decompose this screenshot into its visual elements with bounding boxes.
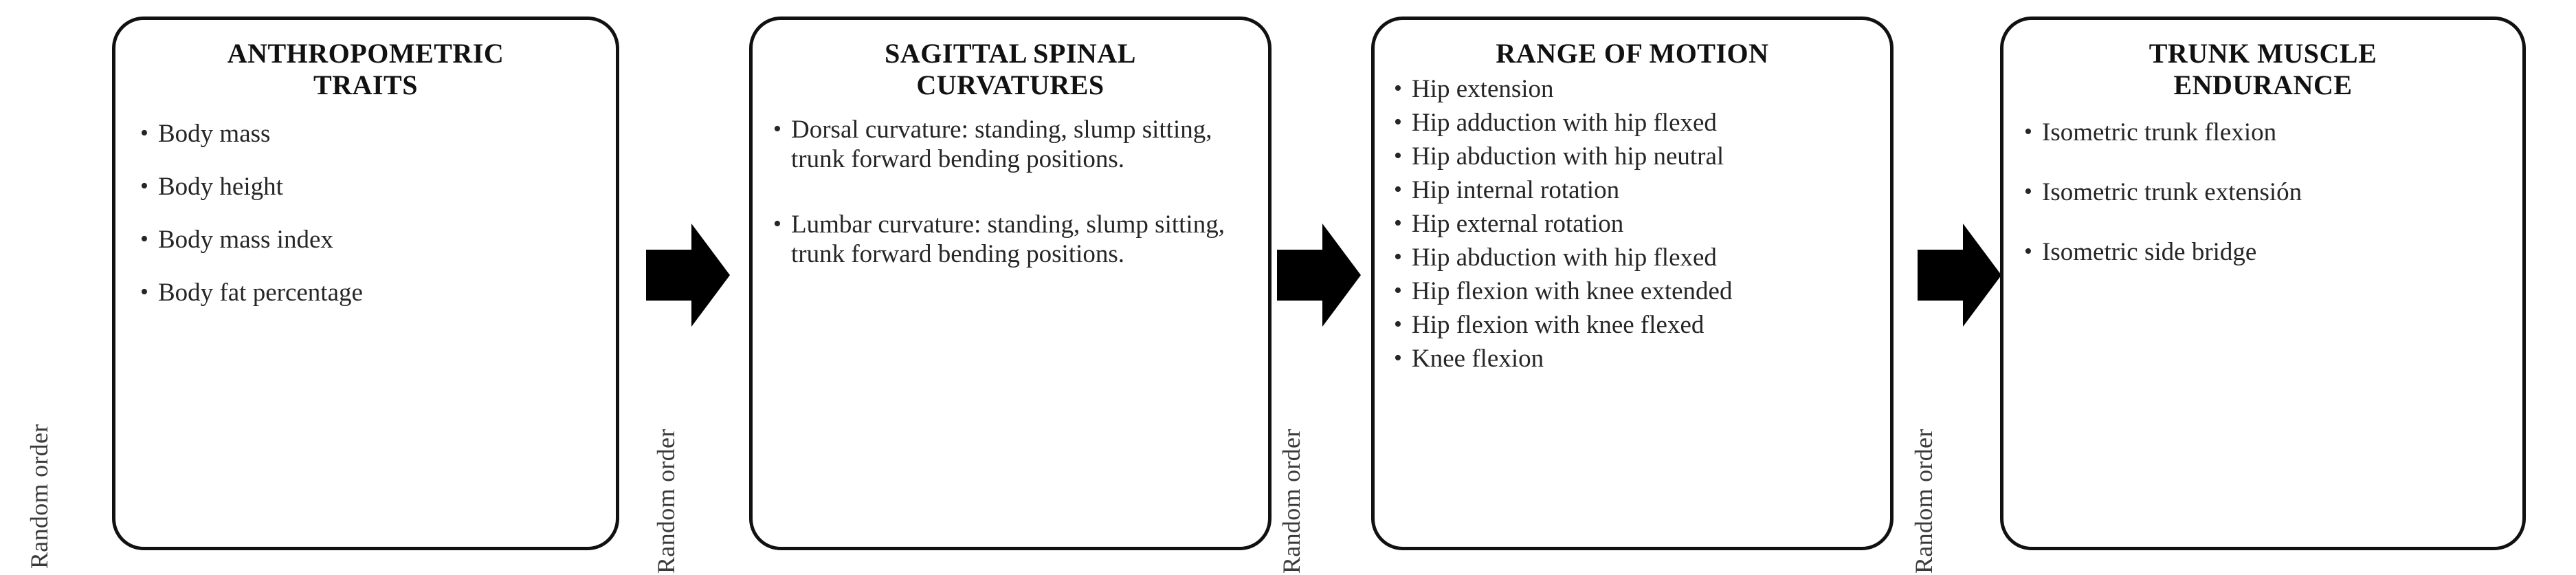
stage-title-range-of-motion: RANGE OF MOTION — [1375, 20, 1890, 69]
stage-item-list-sagittal-spinal-curvatures: Dorsal curvature: standing, slump sittin… — [753, 116, 1268, 270]
stage-title-line: CURVATURES — [916, 69, 1104, 101]
list-item: Body fat percentage — [140, 279, 616, 308]
random-order-label-3: Random order — [1278, 428, 1305, 574]
stage-item-list-anthropometric-traits: Body mass Body height Body mass index Bo… — [115, 120, 616, 308]
stage-box-range-of-motion: RANGE OF MOTION Hip extension Hip adduct… — [1371, 17, 1894, 550]
stage-title-line: TRAITS — [313, 69, 418, 101]
flow-arrow-icon-2 — [1277, 224, 1361, 327]
stage-title-line: TRUNK MUSCLE — [2148, 38, 2377, 69]
stage-title-line: SAGITTAL SPINAL — [885, 38, 1136, 69]
list-item: Hip extension — [1394, 75, 1890, 105]
list-item: Hip external rotation — [1394, 210, 1890, 239]
list-item: Hip abduction with hip flexed — [1394, 243, 1890, 273]
stage-title-trunk-muscle-endurance: TRUNK MUSCLE ENDURANCE — [2003, 20, 2522, 102]
list-item: Body height — [140, 173, 616, 202]
stage-item-list-range-of-motion: Hip extension Hip adduction with hip fle… — [1375, 75, 1890, 373]
list-item: Isometric side bridge — [2024, 238, 2522, 268]
stage-title-sagittal-spinal-curvatures: SAGITTAL SPINAL CURVATURES — [753, 20, 1268, 102]
flow-arrow-icon-3 — [1918, 224, 2001, 327]
random-order-label-4: Random order — [1910, 428, 1937, 574]
list-item: Dorsal curvature: standing, slump sittin… — [773, 116, 1250, 175]
list-item: Hip abduction with hip neutral — [1394, 142, 1890, 172]
list-item: Body mass — [140, 120, 616, 149]
stage-title-anthropometric-traits: ANTHROPOMETRIC TRAITS — [115, 20, 616, 102]
stage-item-list-trunk-muscle-endurance: Isometric trunk flexion Isometric trunk … — [2003, 118, 2522, 268]
list-item: Hip adduction with hip flexed — [1394, 109, 1890, 138]
list-item: Hip internal rotation — [1394, 176, 1890, 206]
list-item: Lumbar curvature: standing, slump sittin… — [773, 210, 1250, 270]
stage-box-anthropometric-traits: ANTHROPOMETRIC TRAITS Body mass Body hei… — [112, 17, 619, 550]
list-item: Body mass index — [140, 226, 616, 255]
list-item: Isometric trunk extensión — [2024, 178, 2522, 208]
list-item: Hip flexion with knee flexed — [1394, 311, 1890, 340]
list-item: Isometric trunk flexion — [2024, 118, 2522, 148]
stage-box-trunk-muscle-endurance: TRUNK MUSCLE ENDURANCE Isometric trunk f… — [2000, 17, 2526, 550]
stage-title-line: RANGE OF MOTION — [1496, 38, 1769, 69]
list-item: Hip flexion with knee extended — [1394, 277, 1890, 307]
random-order-label-1: Random order — [25, 424, 53, 569]
stage-title-line: ANTHROPOMETRIC — [227, 38, 504, 69]
flow-arrow-icon-1 — [646, 224, 730, 327]
stage-box-sagittal-spinal-curvatures: SAGITTAL SPINAL CURVATURES Dorsal curvat… — [749, 17, 1272, 550]
random-order-label-2: Random order — [652, 428, 680, 574]
stage-title-line: ENDURANCE — [2173, 69, 2353, 101]
list-item: Knee flexion — [1394, 345, 1890, 374]
